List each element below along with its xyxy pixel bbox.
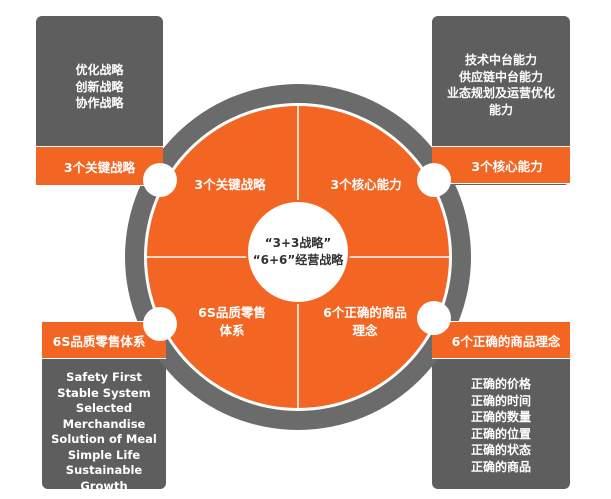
- card-item: Merchandise: [62, 416, 146, 431]
- card-item: 优化战略: [75, 63, 124, 77]
- card-item: 业态规划及运营优化: [446, 86, 555, 100]
- card-item: Simple Life: [67, 447, 141, 462]
- card-item: 正确的价格: [470, 377, 531, 391]
- card-item: Sustainable Growth: [65, 463, 143, 493]
- quadrant-label-bottom-right: 6个正确的商品 理念: [312, 304, 418, 340]
- quadrant-label-top-right: 3个核心能力: [316, 176, 416, 194]
- bar-6s-system-label: 6S品质零售体系: [52, 333, 146, 349]
- card-core-capabilities-items: 技术中台能力 供应链中台能力 业态规划及运营优化 能力: [432, 52, 570, 118]
- center-label: “3+3战略” “6+6”经营战略: [247, 235, 349, 269]
- card-6s-system-items: Safety First Stable System Selected Merc…: [42, 370, 166, 494]
- connector-dot-bottom-right: [417, 301, 451, 335]
- card-item: 能力: [488, 102, 513, 117]
- card-item: 创新战略: [75, 79, 124, 94]
- connector-dot-top-left: [143, 163, 177, 197]
- card-item: 技术中台能力: [464, 53, 537, 67]
- card-item: 正确的状态: [470, 443, 531, 457]
- quadrant-text: 6S品质零售: [198, 305, 266, 320]
- bar-key-strategies-label: 3个关键战略: [63, 159, 136, 175]
- card-item: Solution of Meal: [51, 432, 157, 446]
- bar-core-capabilities-label: 3个核心能力: [471, 158, 543, 174]
- card-item: Safety First: [66, 370, 142, 384]
- card-item: Selected: [75, 401, 133, 415]
- center-line: “6+6”经营战略: [252, 253, 344, 267]
- quadrant-text: 6个正确的商品: [323, 305, 407, 320]
- connector-dot-top-right: [417, 163, 451, 197]
- card-6s-system: [42, 337, 166, 489]
- bar-key-strategies: 3个关键战略: [36, 146, 163, 186]
- card-item: 正确的时间: [470, 393, 531, 408]
- quadrant-label-bottom-left: 6S品质零售 体系: [182, 304, 282, 340]
- card-item: 正确的位置: [470, 426, 531, 441]
- quadrant-text: 体系: [219, 323, 245, 338]
- bar-merchandise-concepts: 6个正确的商品理念: [432, 321, 570, 359]
- center-line: “3+3战略”: [264, 236, 332, 250]
- card-item: 协作战略: [75, 96, 124, 110]
- card-key-strategies-items: 优化战略 创新战略 协作战略: [36, 62, 163, 112]
- card-item: 正确的数量: [470, 410, 531, 424]
- card-merchandise-concepts: [432, 337, 570, 489]
- card-item: 正确的商品: [470, 459, 531, 474]
- card-merchandise-concepts-items: 正确的价格 正确的时间 正确的数量 正确的位置 正确的状态 正确的商品: [432, 376, 570, 475]
- quadrant-text: 3个核心能力: [330, 177, 402, 192]
- quadrant-label-top-left: 3个关键战略: [180, 176, 280, 194]
- bar-core-capabilities: 3个核心能力: [432, 146, 570, 184]
- bar-merchandise-concepts-label: 6个正确的商品理念: [451, 333, 561, 349]
- card-item: 供应链中台能力: [458, 69, 543, 84]
- card-item: Stable System: [57, 385, 151, 400]
- connector-dot-bottom-left: [143, 307, 177, 341]
- center-circle: [246, 200, 350, 304]
- quadrant-text: 3个关键战略: [194, 177, 266, 192]
- quadrant-text: 理念: [352, 323, 378, 338]
